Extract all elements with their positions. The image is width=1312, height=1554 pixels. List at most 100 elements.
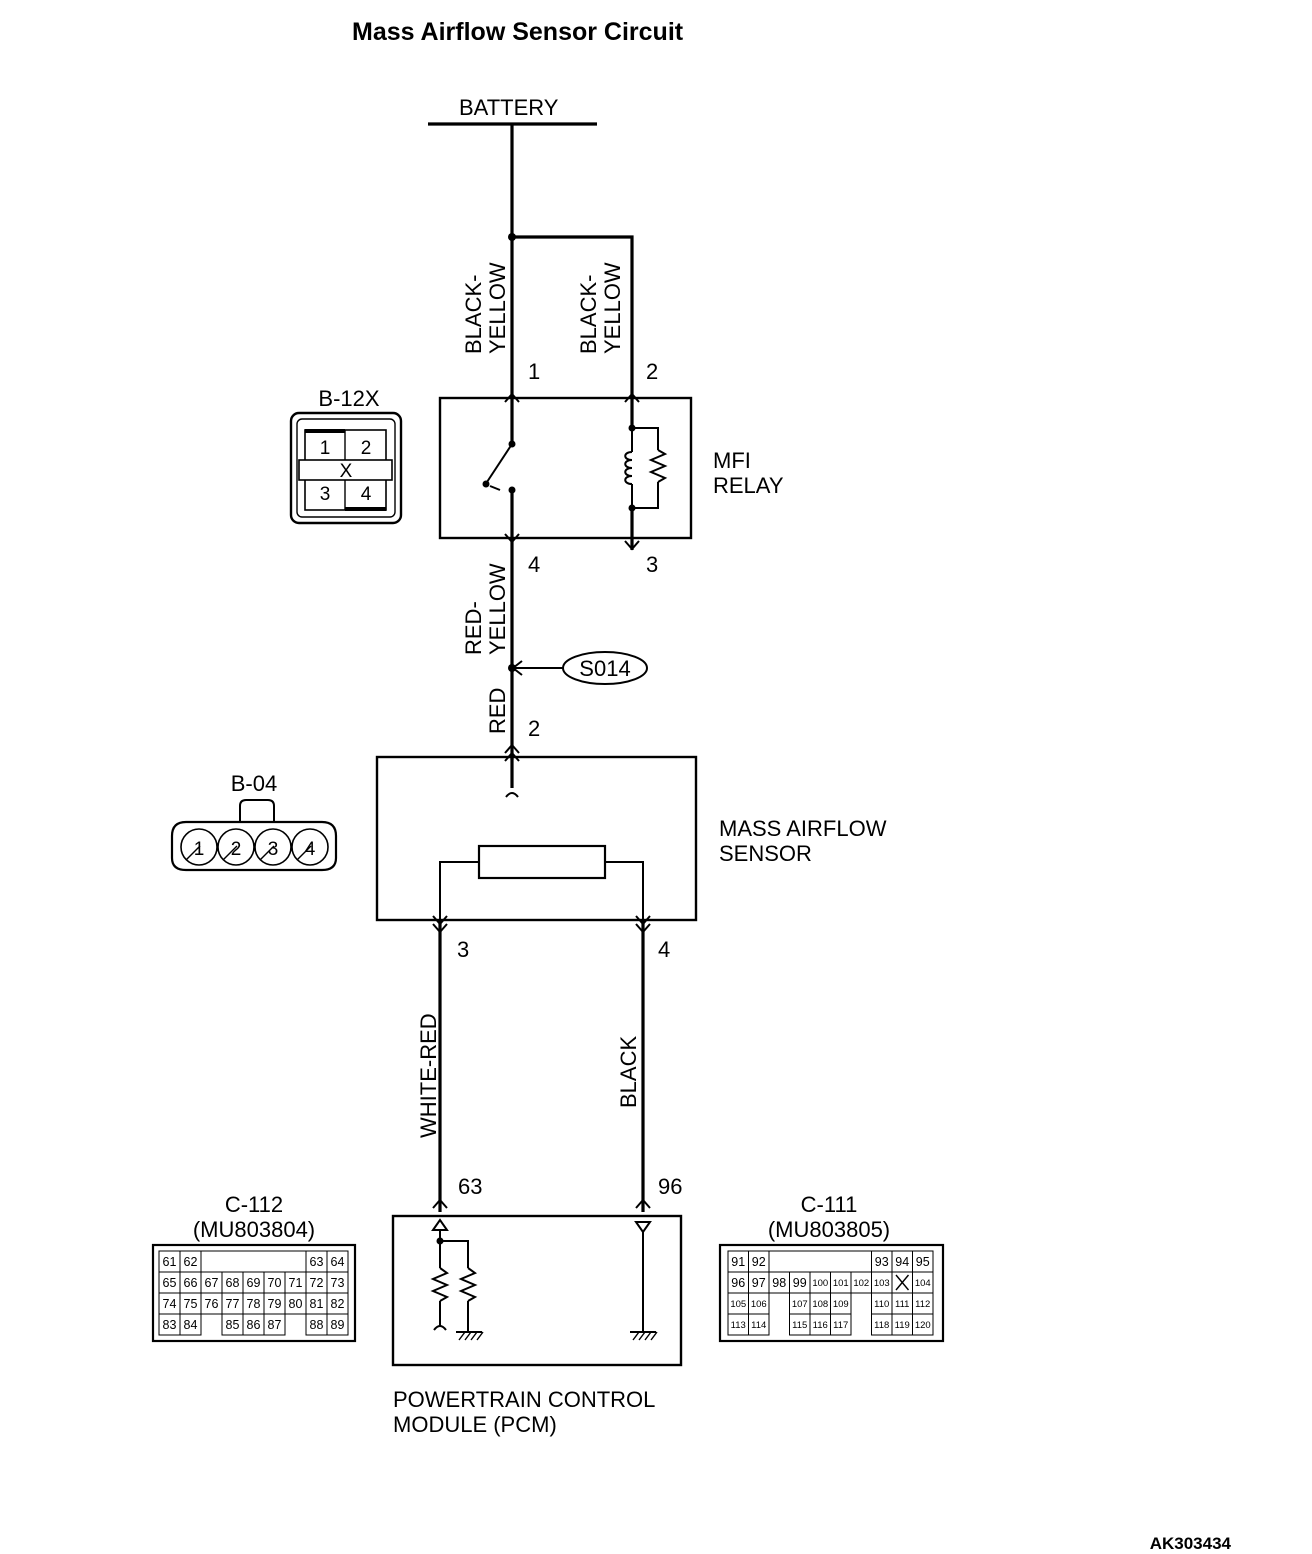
connector-pin-number: 77 — [226, 1297, 240, 1311]
connector-pin-number: 83 — [163, 1318, 177, 1332]
maf-pin-2: 2 — [528, 716, 540, 741]
connector-pin-number: 66 — [184, 1276, 198, 1290]
connector-pin-number: 69 — [247, 1276, 261, 1290]
connector-pin-number: 71 — [289, 1276, 303, 1290]
figure-id: AK303434 — [1150, 1534, 1232, 1553]
connector-pin-number: 76 — [205, 1297, 219, 1311]
connector-pin-number: 117 — [833, 1320, 848, 1331]
relay-pin-1: 1 — [528, 359, 540, 384]
connector-pin-number: 112 — [915, 1299, 930, 1310]
b04-cell-3: 3 — [268, 839, 279, 860]
connector-blank-area — [768, 1250, 872, 1273]
connector-cavity — [912, 1313, 934, 1336]
connector-pin-number: 109 — [833, 1299, 849, 1310]
connector-pin-number: 98 — [772, 1276, 786, 1290]
connector-pin-number: 68 — [226, 1276, 240, 1290]
connector-pin-number: 79 — [268, 1297, 282, 1311]
connector-cavity — [830, 1313, 852, 1336]
connector-c111-name: C-111 — [801, 1192, 858, 1217]
connector-pin-number: 70 — [268, 1276, 282, 1290]
connector-pin-number: 78 — [247, 1297, 261, 1311]
connector-pin-number: 61 — [163, 1255, 177, 1269]
connector-pin-number: 67 — [205, 1276, 219, 1290]
connector-b12x-name: B-12X — [318, 386, 379, 411]
b12x-cell-3: 3 — [320, 484, 331, 505]
connector-pin-number: 65 — [163, 1276, 177, 1290]
connector-pin-number: 85 — [226, 1318, 240, 1332]
battery-symbol: BATTERY — [428, 95, 597, 126]
connector-pin-number: 107 — [792, 1299, 808, 1310]
connector-pin-number: 81 — [310, 1297, 324, 1311]
connector-pin-number: 86 — [247, 1318, 261, 1332]
connector-cavity — [326, 1313, 349, 1336]
svg-text:YELLOW: YELLOW — [485, 563, 510, 655]
connector-pin-number: 100 — [812, 1278, 828, 1289]
connector-pin-number: 116 — [813, 1320, 828, 1331]
connector-pin-number: 114 — [751, 1320, 766, 1331]
connector-pin-number: 91 — [731, 1255, 745, 1269]
connector-blank-area — [200, 1250, 307, 1273]
svg-text:YELLOW: YELLOW — [485, 262, 510, 354]
connector-pin-number: 88 — [310, 1318, 324, 1332]
connector-pin-number: 96 — [731, 1276, 745, 1290]
relay-label-line2: RELAY — [713, 473, 784, 498]
connector-c112-part: (MU803804) — [193, 1217, 315, 1242]
mfi-relay — [438, 392, 693, 551]
b12x-cell-x: X — [340, 461, 353, 482]
svg-text:BLACK-: BLACK- — [576, 275, 601, 354]
connector-pin-number: 110 — [874, 1299, 889, 1310]
connector-cavity — [748, 1313, 770, 1336]
connector-pin-number: 89 — [331, 1318, 345, 1332]
maf-label-line2: SENSOR — [719, 841, 812, 866]
connector-pin-number: 103 — [874, 1278, 890, 1289]
pcm-pin-96: 96 — [658, 1174, 682, 1199]
connector-pin-number: 97 — [752, 1276, 766, 1290]
connector-pin-number: 101 — [833, 1278, 849, 1289]
relay-pin-4: 4 — [528, 552, 540, 577]
pcm-pin-63: 63 — [458, 1174, 482, 1199]
connector-pin-number: 105 — [730, 1299, 746, 1310]
svg-text:RED-: RED- — [461, 601, 486, 655]
wire-label-black: BLACK — [616, 1036, 641, 1108]
b12x-cell-4: 4 — [361, 484, 372, 505]
blocked-cavity-mark — [895, 1274, 910, 1291]
wire-label-relay-pin1: BLACK- YELLOW — [461, 262, 510, 354]
mass-airflow-sensor — [375, 743, 698, 934]
connector-pin-number: 72 — [310, 1276, 324, 1290]
connector-b04-name: B-04 — [231, 771, 277, 796]
connector-pin-number: 111 — [895, 1299, 909, 1310]
connector-pin-number: 93 — [875, 1255, 889, 1269]
connector-pin-number: 118 — [874, 1320, 889, 1331]
relay-label-line1: MFI — [713, 448, 751, 473]
wire-label-white-red: WHITE-RED — [416, 1013, 441, 1138]
b12x-cell-1: 1 — [320, 438, 331, 459]
connector-pin-number: 115 — [792, 1320, 807, 1331]
wire-label-red-yellow: RED- YELLOW — [461, 563, 510, 655]
battery-feed-wires — [508, 124, 634, 398]
connector-pin-number: 104 — [915, 1278, 931, 1289]
battery-label: BATTERY — [459, 95, 559, 120]
b04-cell-1: 1 — [194, 839, 205, 860]
connector-pin-number: 113 — [731, 1320, 746, 1331]
pcm-label-line1: POWERTRAIN CONTROL — [393, 1387, 655, 1412]
b12x-cell-2: 2 — [361, 438, 372, 459]
svg-text:YELLOW: YELLOW — [600, 262, 625, 354]
connector-pin-number: 102 — [853, 1278, 869, 1289]
connector-pin-number: 74 — [163, 1297, 177, 1311]
connector-b04: B-04 1 2 3 4 — [170, 771, 338, 872]
connector-pin-number: 108 — [812, 1299, 828, 1310]
pcm-module — [391, 1198, 683, 1367]
pcm-label-line2: MODULE (PCM) — [393, 1412, 557, 1437]
maf-pin-3: 3 — [457, 937, 469, 962]
connector-c111-part: (MU803805) — [768, 1217, 890, 1242]
connector-pin-number: 63 — [310, 1255, 324, 1269]
connector-pin-number: 64 — [331, 1255, 345, 1269]
wire-label-relay-pin2: BLACK- YELLOW — [576, 262, 625, 354]
splice-s014: S014 — [511, 651, 648, 685]
connector-c112-name: C-112 — [225, 1192, 283, 1217]
